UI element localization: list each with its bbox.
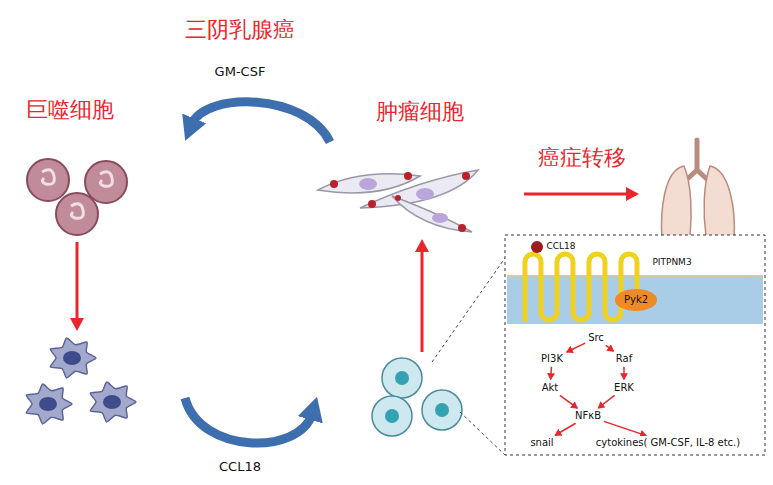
pathway-arrow	[560, 395, 577, 408]
receptor-label: PITPNM3	[652, 257, 691, 267]
transform-arrow	[421, 248, 424, 352]
pathway-arrow	[567, 343, 585, 352]
title: 三阴乳腺癌	[185, 17, 295, 42]
zoom-line	[432, 258, 505, 362]
pathway-node: Src	[586, 331, 606, 345]
pathway-node: Raf	[614, 352, 634, 366]
blue-tumor-cells	[372, 358, 462, 436]
node-text: Akt	[542, 382, 559, 394]
node-text: NFκB	[575, 410, 601, 422]
macrophage-cells	[27, 159, 127, 235]
pathway-node: cytokines( GM-CSF, IL-8 etc.)	[594, 436, 742, 450]
lungs	[662, 140, 735, 243]
pathway-node: snail	[528, 436, 555, 450]
kinase-blob: Pyk2	[615, 289, 657, 311]
pitpnm3-receptor	[525, 254, 637, 322]
ligand-label: CCL18	[546, 241, 575, 251]
inset-frame	[505, 235, 765, 455]
pathway-node: NFκB	[573, 409, 603, 423]
pathway-node: ERK	[612, 381, 636, 395]
metastasis-arrow	[524, 193, 630, 196]
pathway-arrow	[623, 367, 625, 380]
process-label: 癌症转移	[538, 145, 626, 170]
activated-macrophage	[90, 382, 136, 422]
nucleus	[39, 397, 57, 411]
node-text: snail	[530, 437, 553, 449]
activation-arrow	[76, 242, 79, 322]
tumor-cells	[318, 170, 478, 232]
activated-macrophage	[50, 338, 96, 378]
pathway-arrow	[555, 423, 575, 435]
node-text: Src	[588, 332, 604, 344]
signal-label: GM-CSF	[215, 65, 266, 80]
node-text: ERK	[614, 382, 634, 394]
pathway-arrow	[606, 345, 614, 351]
node-text: Raf	[616, 353, 632, 365]
pathway-arrow	[604, 421, 646, 435]
activated-macrophages	[26, 338, 136, 424]
pathway-arrow	[598, 395, 614, 408]
pathway-node: Akt	[540, 381, 561, 395]
ccl18-arc	[185, 398, 312, 443]
ccl18-ligand	[531, 241, 543, 253]
cell-label: 肿瘤细胞	[376, 99, 464, 124]
node-text: PI3K	[541, 353, 563, 365]
activated-macrophage	[26, 384, 72, 424]
zoom-line	[460, 412, 505, 455]
gmcsf-arc	[192, 102, 330, 142]
node-text: cytokines( GM-CSF, IL-8 etc.)	[596, 437, 740, 449]
nucleus	[63, 351, 81, 365]
pathway-node: PI3K	[539, 352, 565, 366]
pathway-arrow	[550, 367, 552, 380]
cell-label: 巨噬细胞	[26, 97, 114, 122]
nucleus	[103, 395, 121, 409]
node-text: Pyk2	[624, 294, 648, 306]
signal-label: CCL18	[219, 460, 261, 475]
